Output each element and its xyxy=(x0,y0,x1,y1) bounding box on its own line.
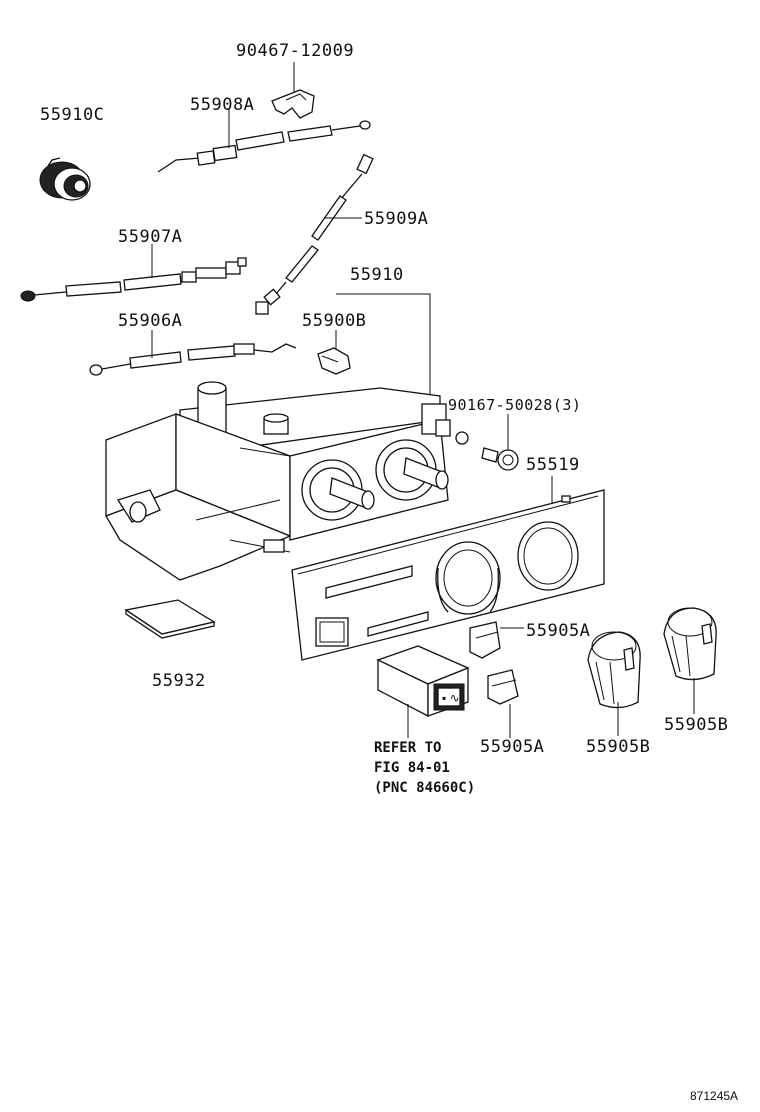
refer-note-line-1: REFER TO xyxy=(374,740,441,756)
knob-55910C xyxy=(39,157,91,201)
label-55905B-left: 55905B xyxy=(586,737,650,757)
knob-55905A-lower xyxy=(487,669,519,705)
knob-55905A-upper xyxy=(469,621,501,659)
label-55900B: 55900B xyxy=(302,311,366,331)
label-55905B-right: 55905B xyxy=(664,715,728,735)
label-55932: 55932 xyxy=(152,671,206,691)
bulb-55900B xyxy=(317,347,351,375)
refer-note-line-2: FIG 84-01 xyxy=(374,760,450,776)
front-panel-55519 xyxy=(291,489,605,661)
screw-90167-50028 xyxy=(455,431,519,471)
pad-55932 xyxy=(124,599,216,639)
switch-84660C: ▪ ∿ xyxy=(376,645,470,718)
label-55908A: 55908A xyxy=(190,95,254,115)
refer-note-line-3: (PNC 84660C) xyxy=(374,780,475,796)
label-55905A-lower: 55905A xyxy=(480,737,544,757)
label-55910C: 55910C xyxy=(40,105,104,125)
heater-control-assembly-55910 xyxy=(105,381,451,581)
label-90167-50028: 90167-50028(3) xyxy=(448,396,581,414)
cable-55907A xyxy=(20,257,247,302)
cable-55909A xyxy=(255,153,374,315)
svg-text:▪ ∿: ▪ ∿ xyxy=(442,691,460,705)
label-55907A: 55907A xyxy=(118,227,182,247)
label-55519: 55519 xyxy=(526,455,580,475)
knob-55905B-right xyxy=(663,607,717,681)
label-55905A-upper: 55905A xyxy=(526,621,590,641)
cable-55908A xyxy=(157,120,371,173)
knob-55905B-left xyxy=(587,631,641,709)
clip-90467-12009 xyxy=(271,89,315,119)
label-90467-12009: 90467-12009 xyxy=(236,41,354,61)
label-55909A: 55909A xyxy=(364,209,428,229)
cable-55906A xyxy=(89,343,297,376)
label-55906A: 55906A xyxy=(118,311,182,331)
figure-id: 871245A xyxy=(690,1089,738,1103)
label-55910: 55910 xyxy=(350,265,404,285)
